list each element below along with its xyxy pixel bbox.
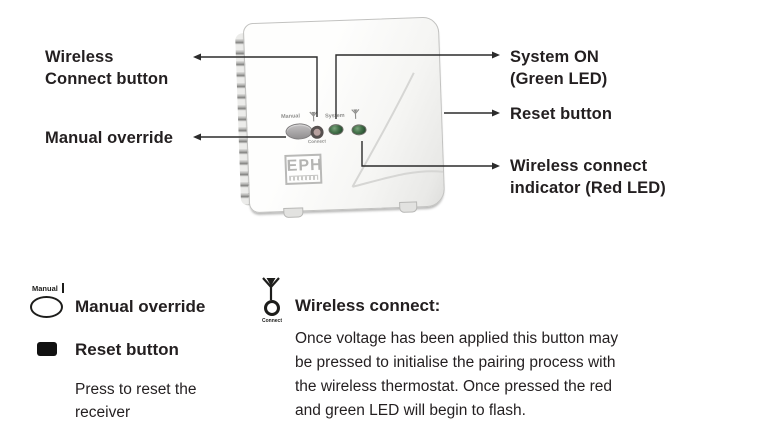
brand-logo: EPH	[284, 153, 323, 185]
brand-logo-subline	[289, 174, 319, 181]
manual-oval-icon	[30, 296, 63, 318]
connect-ring-icon	[264, 300, 280, 316]
receiver-device: Manual System Connect EPH	[235, 16, 446, 219]
legend-reset-title: Reset button	[75, 340, 179, 359]
legend-wireless-body: Once voltage has been applied this butto…	[295, 330, 619, 419]
device-foot	[399, 201, 418, 213]
brand-logo-text: EPH	[286, 156, 323, 175]
panel-connect-label: Connect	[307, 138, 326, 145]
label-reset-button: Reset button	[510, 105, 613, 123]
callout-reset-button	[444, 109, 500, 117]
callout-arrow	[193, 133, 201, 141]
legend-wireless-title: Wireless connect:	[295, 296, 441, 315]
callout-arrow	[193, 53, 201, 61]
reset-square-icon	[37, 342, 57, 356]
antenna-icon	[262, 277, 280, 300]
label-manual-override: Manual override	[45, 129, 174, 147]
callout-arrow	[492, 162, 500, 170]
callout-arrow	[492, 51, 500, 59]
manual-icon-tick	[61, 283, 64, 293]
label-wireless-connect-indicator: Wireless connect indicator (Red LED)	[510, 157, 666, 197]
label-wireless-connect-button: Wireless Connect button	[45, 48, 169, 88]
antenna-icon	[309, 111, 318, 122]
device-foot	[283, 207, 304, 219]
label-system-on: System ON (Green LED)	[510, 48, 608, 88]
antenna-icon	[351, 108, 360, 119]
legend-reset-note: Press to reset the receiver	[75, 381, 197, 421]
wireless-icon-caption: Connect	[262, 318, 282, 324]
panel-manual-label: Manual	[280, 113, 301, 121]
manual-icon-caption: Manual	[32, 284, 58, 293]
callout-arrow	[492, 109, 500, 117]
panel-system-label: System	[324, 112, 345, 120]
legend-manual-title: Manual override	[75, 297, 206, 316]
